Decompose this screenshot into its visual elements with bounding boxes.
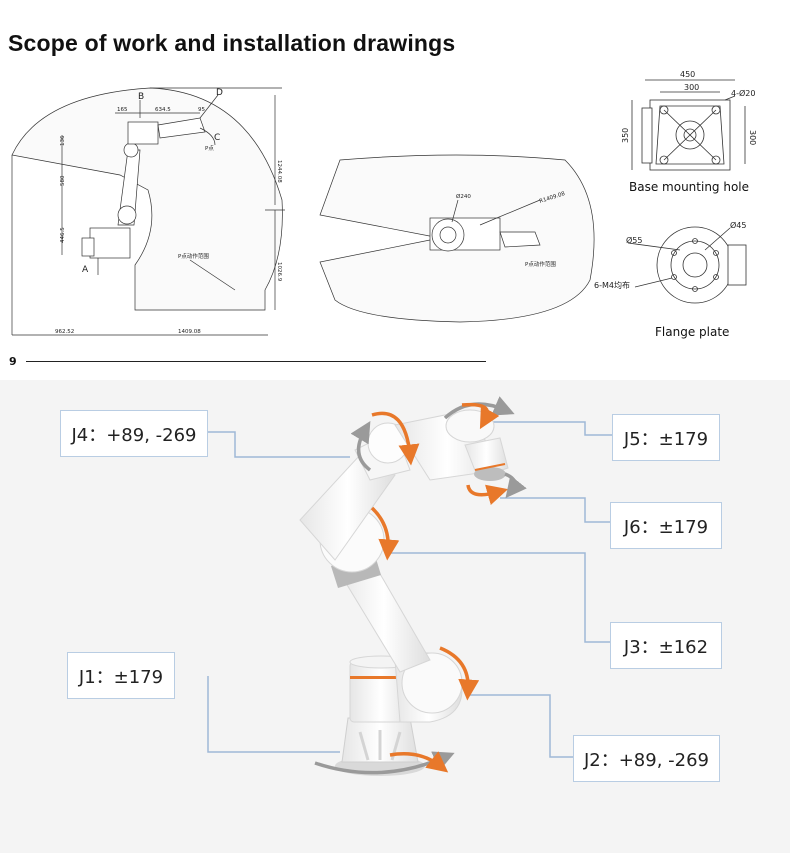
base-mounting-drawing [631, 79, 746, 171]
separator-line [26, 361, 486, 362]
dim-165: 165 [117, 107, 128, 113]
top-view-drawing [319, 154, 595, 323]
base-dim-450: 450 [680, 70, 695, 79]
base-dim-300-top: 300 [684, 83, 699, 92]
base-dim-300-side: 300 [748, 130, 757, 145]
flange-dim-55: Ø55 [626, 235, 642, 245]
dim-136: 136 [60, 135, 66, 146]
page-title: Scope of work and installation drawings [8, 30, 456, 56]
label-point-p: P点 [205, 145, 214, 152]
joint-j5-label: J5：±179 [612, 414, 720, 461]
base-dim-350: 350 [621, 128, 630, 143]
dim-1026: 1026.9 [276, 262, 282, 282]
dim-580: 580 [60, 175, 66, 186]
label-a: A [82, 265, 89, 275]
side-view-drawing [11, 87, 285, 336]
page-number: 9 [9, 355, 17, 368]
dim-962: 962.52 [55, 329, 74, 335]
side-view-labels: B D C A P点 P点动作范围 165 634.5 95 136 580 4… [55, 88, 282, 335]
technical-drawings: B D C A P点 P点动作范围 165 634.5 95 136 580 4… [11, 70, 757, 336]
dim-1244: 1244.08 [276, 160, 282, 183]
dim-95: 95 [198, 107, 205, 113]
top-p-range: P点动作范围 [525, 260, 556, 268]
leader-lines [207, 421, 612, 758]
label-d: D [216, 88, 223, 98]
joint-j6-label: J6：±179 [610, 502, 722, 549]
joint-j4-label: J4：+89, -269 [60, 410, 208, 457]
joint-j1-label: J1：±179 [67, 652, 175, 699]
base-caption: Base mounting hole [629, 180, 750, 194]
flange-dim-45: Ø45 [730, 220, 746, 230]
wrist-assembly [367, 409, 509, 481]
dim-446: 446.5 [60, 227, 66, 243]
label-b: B [138, 92, 144, 102]
joint-j3-label: J3：±162 [610, 622, 722, 669]
flange-plate-drawing [627, 226, 747, 304]
flange-plate-dims: Ø45 Ø55 6-M4均布 [594, 220, 746, 290]
base-mounting-dims: 450 300 350 300 4-Ø20 [621, 70, 757, 145]
flange-dim-m4: 6-M4均布 [594, 280, 630, 290]
dim-634: 634.5 [155, 107, 171, 113]
label-p-range: P点动作范围 [178, 252, 209, 260]
flange-caption: Flange plate [655, 325, 730, 339]
rotation-arrows [314, 396, 527, 775]
top-dim-240: Ø240 [456, 193, 471, 200]
base-dim-holes: 4-Ø20 [731, 88, 755, 98]
label-c: C [214, 133, 220, 143]
joint-j2-label: J2：+89, -269 [573, 735, 720, 782]
joint-range-panel: J4：+89, -269 J5：±179 J6：±179 J3：±162 J1：… [0, 380, 790, 853]
robot-arm-illustration [207, 396, 612, 776]
dim-1409: 1409.08 [178, 329, 201, 335]
